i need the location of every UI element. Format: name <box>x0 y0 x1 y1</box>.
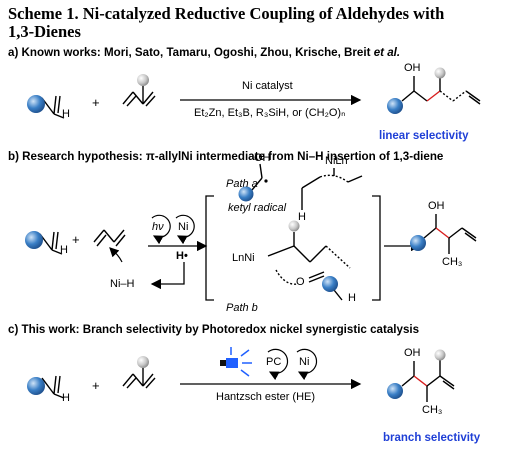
radical-dot <box>264 179 268 183</box>
path-b-label: Path b <box>226 302 258 314</box>
section-c-plus: + <box>92 378 100 393</box>
section-a-diene <box>122 86 156 107</box>
section-c-product-oh: OH <box>404 347 421 359</box>
ketyl-radical-label: ketyl radical <box>228 202 287 214</box>
niln-label: NiLn <box>325 155 348 167</box>
hv-cycle <box>151 214 171 245</box>
scheme-title-line1: Scheme 1. Ni-catalyzed Reductive Couplin… <box>8 4 445 23</box>
section-c-product <box>401 360 455 402</box>
ni-cycle-c <box>296 348 318 381</box>
section-c-aldehyde <box>41 375 65 399</box>
radical-oh-label: OH <box>254 152 271 164</box>
lnni-label: LnNi <box>232 252 255 264</box>
section-b-aldehyde <box>39 231 63 255</box>
ni-label-c: Ni <box>299 356 310 368</box>
grey-sphere-a <box>137 74 149 86</box>
hv-label: hν <box>152 221 164 233</box>
blue-sphere-b-product <box>410 235 426 251</box>
section-b-plus: + <box>72 232 80 247</box>
blue-sphere-c <box>27 377 45 395</box>
pc-label: PC <box>266 356 282 368</box>
path-a-label: Path a <box>226 178 258 190</box>
section-a-product <box>401 76 481 105</box>
right-bracket <box>372 195 381 301</box>
section-b-heading: b) Research hypothesis: π-allylNi interm… <box>8 150 444 163</box>
allyl-ni-path-a <box>301 168 363 210</box>
section-b-product <box>423 214 477 254</box>
section-c-diene <box>122 368 156 389</box>
section-c-selectivity: branch selectivity <box>383 432 481 444</box>
blue-sphere-b <box>25 231 43 249</box>
section-c-heading: c) This work: Branch selectivity by Phot… <box>8 323 420 336</box>
section-a-plus: + <box>92 95 100 110</box>
path-a-h-label: H <box>298 211 306 223</box>
led-icon <box>220 347 252 377</box>
blue-sphere-path-b <box>322 276 338 292</box>
blue-sphere-a <box>27 95 45 113</box>
blue-sphere-a-product <box>387 98 403 114</box>
section-c-ch3: CH₃ <box>422 404 443 416</box>
section-a-aldehyde-h: H <box>62 108 70 120</box>
section-a-heading: a) Known works: Mori, Sato, Tamaru, Ogos… <box>8 46 400 59</box>
section-b-aldehyde-h: H <box>60 244 68 256</box>
scheme-title-line2: 1,3-Dienes <box>8 22 81 41</box>
nih-label: Ni–H <box>110 278 135 290</box>
section-a-catalyst: Ni catalyst <box>242 80 293 92</box>
grey-sphere-c-product <box>434 349 446 361</box>
ni-cycle-b <box>175 214 195 245</box>
section-a-selectivity: linear selectivity <box>379 130 469 142</box>
path-b-h-label: H <box>348 292 356 304</box>
blue-sphere-ketyl <box>238 186 254 202</box>
path-b-o-label: O <box>296 276 305 288</box>
section-a-aldehyde <box>41 95 65 119</box>
section-b-butadiene <box>93 229 126 247</box>
path-b-transition-state <box>267 232 351 301</box>
section-a-heading-text: a) Known works: Mori, Sato, Tamaru, Ogos… <box>8 46 371 59</box>
left-bracket <box>205 195 214 301</box>
grey-sphere-a-product <box>434 67 446 79</box>
nih-insertion-arrow <box>109 247 123 263</box>
grey-sphere-path-b <box>288 220 300 232</box>
ketyl-radical <box>251 163 263 191</box>
hantzsch-ester-label: Hantzsch ester (HE) <box>216 391 316 403</box>
h-radical-label: H• <box>176 250 188 262</box>
section-a-reductants: Et₂Zn, Et₃B, R₃SiH, or (CH₂O)ₙ <box>194 107 346 119</box>
section-a-heading-etal: et al. <box>373 46 401 59</box>
pc-cycle <box>267 348 289 381</box>
section-b-ch3: CH₃ <box>442 256 463 268</box>
grey-sphere-c <box>137 356 149 368</box>
blue-sphere-c-product <box>387 383 403 399</box>
section-c-aldehyde-h: H <box>62 392 70 404</box>
section-b-product-oh: OH <box>428 200 445 212</box>
nih-return-arrow <box>150 262 185 290</box>
ni-label-b: Ni <box>178 221 189 233</box>
section-a-product-oh: OH <box>404 62 421 74</box>
